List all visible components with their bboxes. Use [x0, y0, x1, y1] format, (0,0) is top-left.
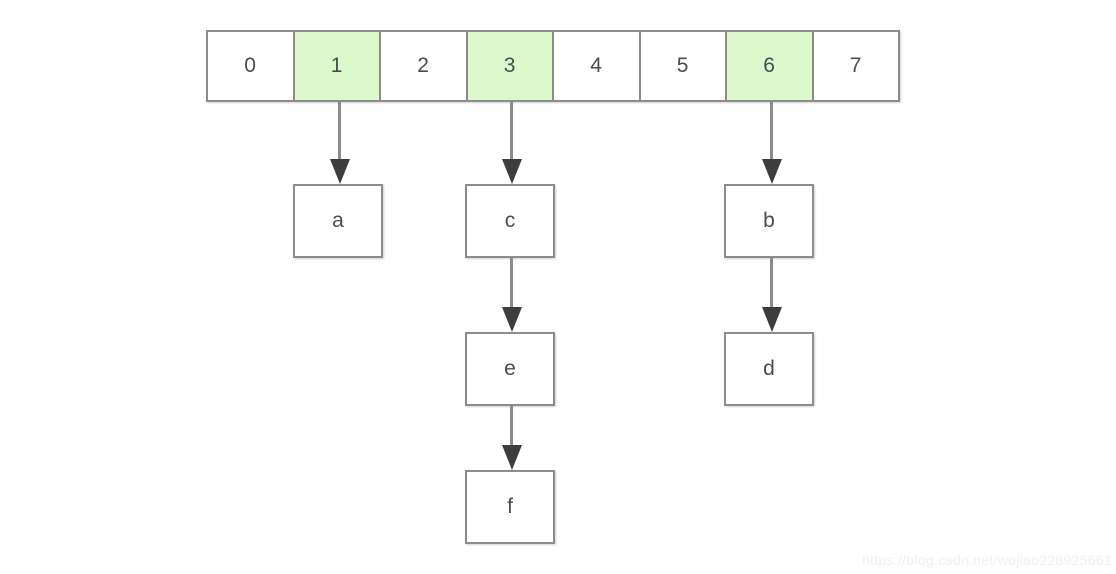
chain-node-label: f: [507, 495, 513, 518]
arrow-head-icon: [501, 445, 522, 470]
arrow-line: [770, 102, 773, 161]
bucket-cell-1[interactable]: 1: [294, 32, 381, 100]
bucket-cell-4[interactable]: 4: [554, 32, 641, 100]
arrow-head-icon: [501, 159, 522, 184]
arrow-line: [510, 102, 513, 161]
arrow-head-icon: [329, 159, 350, 184]
bucket-cell-3[interactable]: 3: [467, 32, 554, 100]
arrow-line: [510, 406, 513, 447]
bucket-index-label: 0: [244, 54, 257, 77]
chain-node-c[interactable]: c: [465, 184, 555, 258]
bucket-cell-2[interactable]: 2: [381, 32, 468, 100]
arrow-line: [510, 258, 513, 309]
arrow-head-icon: [761, 307, 782, 332]
chain-node-label: d: [763, 357, 775, 380]
bucket-index-label: 6: [763, 54, 776, 77]
chain-node-d[interactable]: d: [724, 332, 814, 406]
arrow-head-icon: [501, 307, 522, 332]
bucket-index-label: 3: [503, 54, 516, 77]
chain-node-e[interactable]: e: [465, 332, 555, 406]
chain-node-label: b: [763, 209, 775, 232]
hash-bucket-array: 0 1 2 3 4 5 6 7: [206, 30, 900, 102]
arrow-line: [338, 102, 341, 161]
bucket-index-label: 5: [676, 54, 689, 77]
bucket-cell-7[interactable]: 7: [813, 32, 898, 100]
bucket-cell-6[interactable]: 6: [727, 32, 814, 100]
chain-node-a[interactable]: a: [293, 184, 383, 258]
bucket-index-label: 1: [330, 54, 343, 77]
bucket-cell-5[interactable]: 5: [640, 32, 727, 100]
chain-node-f[interactable]: f: [465, 470, 555, 544]
bucket-index-label: 2: [417, 54, 430, 77]
bucket-index-label: 7: [849, 54, 862, 77]
chain-node-label: e: [504, 357, 516, 380]
watermark-text: https://blog.csdn.net/wojiao228925661: [861, 552, 1112, 568]
bucket-index-label: 4: [590, 54, 603, 77]
chain-node-b[interactable]: b: [724, 184, 814, 258]
chain-node-label: c: [504, 209, 516, 232]
bucket-cell-0[interactable]: 0: [208, 32, 295, 100]
arrow-line: [770, 258, 773, 309]
chain-node-label: a: [332, 209, 344, 232]
arrow-head-icon: [761, 159, 782, 184]
